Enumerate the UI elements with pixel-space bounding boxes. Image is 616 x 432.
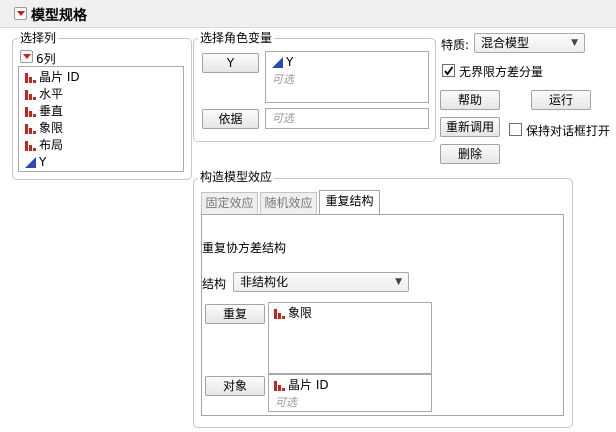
keep-dialog-open-label: 保持对话框打开 bbox=[526, 124, 611, 138]
chevron-down-icon: ▼ bbox=[571, 38, 578, 48]
subject-item[interactable]: 晶片 ID bbox=[274, 377, 329, 394]
by-role-optional: 可选 bbox=[272, 112, 294, 125]
by-role-button[interactable]: 依据 bbox=[202, 109, 259, 129]
disclosure-triangle-icon[interactable] bbox=[14, 7, 27, 20]
tab-panel bbox=[201, 214, 564, 416]
tab-repeated-structure[interactable]: 重复结构 bbox=[319, 190, 380, 214]
cast-roles-label: 选择角色变量 bbox=[198, 29, 275, 46]
column-list[interactable]: 晶片 ID 水平垂直象限布局 Y bbox=[18, 66, 184, 172]
personality-label: 特质: bbox=[441, 38, 470, 52]
section-title: 重复协方差结构 bbox=[202, 241, 287, 255]
checkmark-icon bbox=[444, 66, 454, 76]
subject-button[interactable]: 对象 bbox=[205, 376, 265, 396]
tab-fixed-effects[interactable]: 固定效应 bbox=[201, 192, 258, 214]
structure-label: 结构 bbox=[202, 277, 227, 291]
nominal-bar-icon bbox=[25, 124, 36, 134]
repeated-item-label: 象限 bbox=[288, 306, 313, 320]
title-bar bbox=[0, 0, 616, 28]
nominal-bar-icon bbox=[25, 73, 36, 83]
subject-item-label: 晶片 ID bbox=[288, 378, 329, 392]
repeated-item[interactable]: 象限 bbox=[274, 305, 312, 322]
recall-button[interactable]: 重新调用 bbox=[440, 117, 500, 137]
chevron-down-icon: ▼ bbox=[395, 277, 402, 287]
select-columns-label: 选择列 bbox=[18, 29, 59, 46]
nominal-bar-icon bbox=[274, 381, 285, 391]
personality-select[interactable]: 混合模型 ▼ bbox=[474, 33, 585, 53]
subject-optional: 可选 bbox=[275, 396, 297, 409]
window-title: 模型规格 bbox=[31, 8, 87, 24]
continuous-triangle-icon bbox=[25, 157, 36, 168]
remove-button[interactable]: 删除 bbox=[440, 144, 500, 164]
by-role-list[interactable]: 可选 bbox=[265, 108, 429, 129]
structure-select[interactable]: 非结构化 ▼ bbox=[233, 272, 409, 292]
column-item[interactable]: 象限 bbox=[25, 120, 63, 137]
unbounded-variance-label: 无界限方差分量 bbox=[459, 65, 544, 79]
column-item-label: 垂直 bbox=[39, 104, 64, 118]
column-item[interactable]: 垂直 bbox=[25, 103, 63, 120]
y-role-button[interactable]: Y bbox=[202, 53, 259, 73]
y-role-item[interactable]: Y bbox=[272, 54, 293, 71]
construct-effects-label: 构造模型效应 bbox=[198, 168, 275, 185]
column-item-label: 象限 bbox=[39, 121, 64, 135]
structure-value: 非结构化 bbox=[240, 275, 289, 289]
column-item[interactable]: Y bbox=[25, 154, 46, 171]
nominal-bar-icon bbox=[25, 141, 36, 151]
continuous-triangle-icon bbox=[272, 57, 283, 68]
y-role-list[interactable]: Y 可选 bbox=[265, 51, 429, 103]
personality-value: 混合模型 bbox=[481, 36, 530, 50]
keep-dialog-open-checkbox[interactable] bbox=[509, 123, 522, 136]
y-role-item-label: Y bbox=[286, 55, 294, 69]
run-button[interactable]: 运行 bbox=[531, 90, 591, 110]
unbounded-variance-checkbox[interactable] bbox=[442, 64, 455, 77]
column-count-label: 6列 bbox=[36, 52, 56, 66]
nominal-bar-icon bbox=[25, 107, 36, 117]
column-item-label: 布局 bbox=[39, 138, 64, 152]
help-button[interactable]: 帮助 bbox=[440, 90, 500, 110]
column-item[interactable]: 晶片 ID bbox=[25, 69, 80, 86]
nominal-bar-icon bbox=[274, 309, 285, 319]
column-item[interactable]: 布局 bbox=[25, 137, 63, 154]
repeated-list[interactable]: 象限 bbox=[268, 302, 432, 374]
nominal-bar-icon bbox=[25, 90, 36, 100]
column-item[interactable]: 水平 bbox=[25, 86, 63, 103]
columns-menu-triangle-icon[interactable] bbox=[20, 50, 33, 63]
tab-random-effects[interactable]: 随机效应 bbox=[260, 192, 317, 214]
column-item-label: Y bbox=[39, 155, 47, 169]
repeated-button[interactable]: 重复 bbox=[205, 304, 265, 324]
subject-list[interactable]: 晶片 ID 可选 bbox=[268, 374, 432, 412]
y-role-optional: 可选 bbox=[272, 73, 294, 86]
column-item-label: 晶片 ID bbox=[39, 70, 80, 84]
column-item-label: 水平 bbox=[39, 87, 64, 101]
